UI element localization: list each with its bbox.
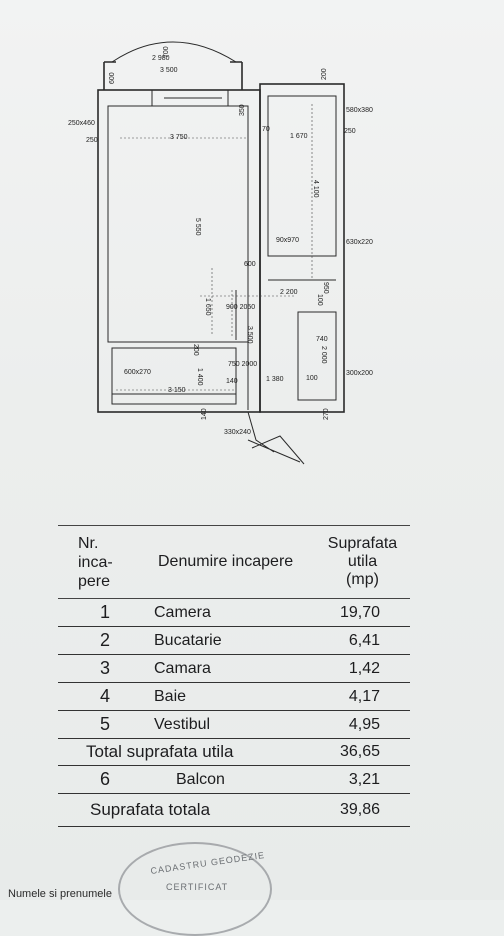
dim-140-a: 140 [226, 378, 238, 385]
dim-600x270: 600x270 [124, 369, 151, 376]
dim-750x2000: 750 2000 [228, 361, 257, 368]
dim-2980: 2 980 [152, 55, 170, 62]
dim-250x460: 250x460 [68, 120, 95, 127]
floor-plan: 2 980 3 500 700 600 200 580x380 250x460 … [68, 41, 373, 465]
dim-270: 270 [323, 408, 330, 420]
table-row: 1 Camera 19,70 [58, 598, 410, 627]
table-row: 3 Camara 1,42 [58, 654, 410, 683]
dim-950: 950 [322, 282, 329, 294]
dim-4100: 4 100 [312, 180, 319, 198]
dim-1380: 1 380 [266, 376, 284, 383]
dim-600-mid: 600 [244, 261, 256, 268]
table-row: 4 Baie 4,17 [58, 682, 410, 711]
dim-3750: 3 750 [170, 134, 188, 141]
header-room-name: Denumire incapere [142, 525, 315, 599]
dim-2200: 2 200 [280, 289, 298, 296]
balcon-row: 6 Balcon 3,21 [58, 765, 410, 794]
total-util-row: Total suprafata utila 36,65 [58, 738, 410, 766]
dim-300x200: 300x200 [346, 370, 373, 377]
dim-200: 200 [192, 344, 199, 356]
dim-350: 350 [239, 104, 246, 116]
area-table: Nr. inca- pere Denumire incapere Suprafa… [58, 525, 410, 827]
dim-740: 740 [316, 336, 328, 343]
dim-250-left: 250 [86, 137, 98, 144]
footer-text: Numele si prenumele [8, 888, 112, 900]
dim-100: 100 [316, 294, 323, 306]
dim-600-top: 600 [109, 72, 116, 84]
table-header-row: Nr. inca- pere Denumire incapere Suprafa… [58, 525, 410, 599]
dim-900x2050: 900 2050 [226, 304, 255, 311]
header-area: Suprafata utila (mp) [315, 525, 410, 599]
dim-140-b: 140 [201, 408, 208, 420]
dim-250-right: 250 [344, 128, 356, 135]
dim-3150: 3 150 [168, 387, 186, 394]
dim-3500-vertical: 3 500 [246, 326, 253, 344]
dim-200-top: 200 [321, 68, 328, 80]
dim-1400: 1 400 [196, 368, 203, 386]
stamp-text-bottom: CERTIFICAT [166, 882, 229, 892]
dim-90x970: 90x970 [276, 237, 299, 244]
balcony-arc [111, 41, 237, 63]
dim-100-b: 100 [306, 375, 318, 382]
dim-580x380: 580x380 [346, 107, 373, 114]
total-row: Suprafata totala 39,86 [58, 793, 410, 827]
dim-1670: 1 670 [290, 133, 308, 140]
table-row: 2 Bucatarie 6,41 [58, 626, 410, 655]
dim-3500: 3 500 [160, 67, 178, 74]
dim-630x220: 630x220 [346, 239, 373, 246]
header-nr: Nr. inca- pere [58, 525, 142, 599]
dim-700: 700 [163, 46, 170, 58]
right-rooms-outline [259, 83, 345, 413]
dim-1650: 1 650 [204, 298, 211, 316]
dim-70: 70 [262, 126, 270, 133]
dim-2000: 2 000 [320, 346, 327, 364]
dim-330x240: 330x240 [224, 429, 251, 436]
dim-5550: 5 550 [194, 218, 201, 236]
table-row: 5 Vestibul 4,95 [58, 710, 410, 739]
